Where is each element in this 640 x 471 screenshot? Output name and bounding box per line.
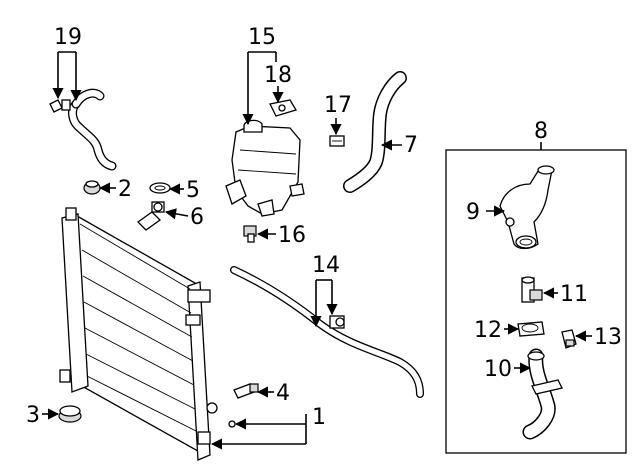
part-3-cap	[58, 405, 82, 423]
callout-5: 5	[186, 178, 200, 203]
part-10-hose	[522, 348, 563, 440]
callout-12: 12	[474, 318, 502, 343]
part-18-clip	[269, 99, 297, 117]
callout-4: 4	[276, 381, 290, 406]
part-1-drain	[228, 420, 236, 428]
callout-1: 1	[312, 405, 326, 430]
part-9-housing	[499, 165, 555, 250]
part-13-sensor	[561, 329, 577, 349]
part-2-plug	[83, 180, 101, 195]
part-6-connector	[136, 201, 165, 231]
kit-box	[445, 149, 627, 454]
radiator-part	[59, 207, 218, 461]
callout-13: 13	[594, 325, 622, 350]
callout-6: 6	[190, 205, 204, 230]
part-16-bolt	[243, 225, 257, 243]
callout-16: 16	[278, 223, 306, 248]
callout-3: 3	[26, 403, 40, 428]
part-5-clip	[149, 182, 171, 194]
leader-lines	[42, 51, 592, 450]
callout-19: 19	[54, 25, 82, 50]
part-17-clip	[329, 135, 345, 147]
callout-15: 15	[248, 25, 276, 50]
callout-labels: 19 15 18 17 7 8 2 5 6 16 9 14 11 12 13 1…	[26, 25, 622, 430]
part-19-hose	[49, 88, 117, 171]
callout-7: 7	[404, 133, 418, 158]
part-15-reservoir	[225, 119, 305, 217]
callout-9: 9	[466, 200, 480, 225]
callout-2: 2	[118, 177, 132, 202]
part-12-clamp	[517, 321, 545, 337]
callout-17: 17	[324, 93, 352, 118]
part-14-hose	[230, 266, 424, 398]
callout-8: 8	[534, 119, 548, 144]
part-11-valve	[521, 276, 543, 303]
callout-10: 10	[484, 357, 512, 382]
callout-18: 18	[264, 63, 292, 88]
callout-11: 11	[560, 282, 588, 307]
part-4-sensor	[233, 383, 259, 399]
part-7-hose	[343, 71, 407, 193]
callout-14: 14	[312, 253, 340, 278]
